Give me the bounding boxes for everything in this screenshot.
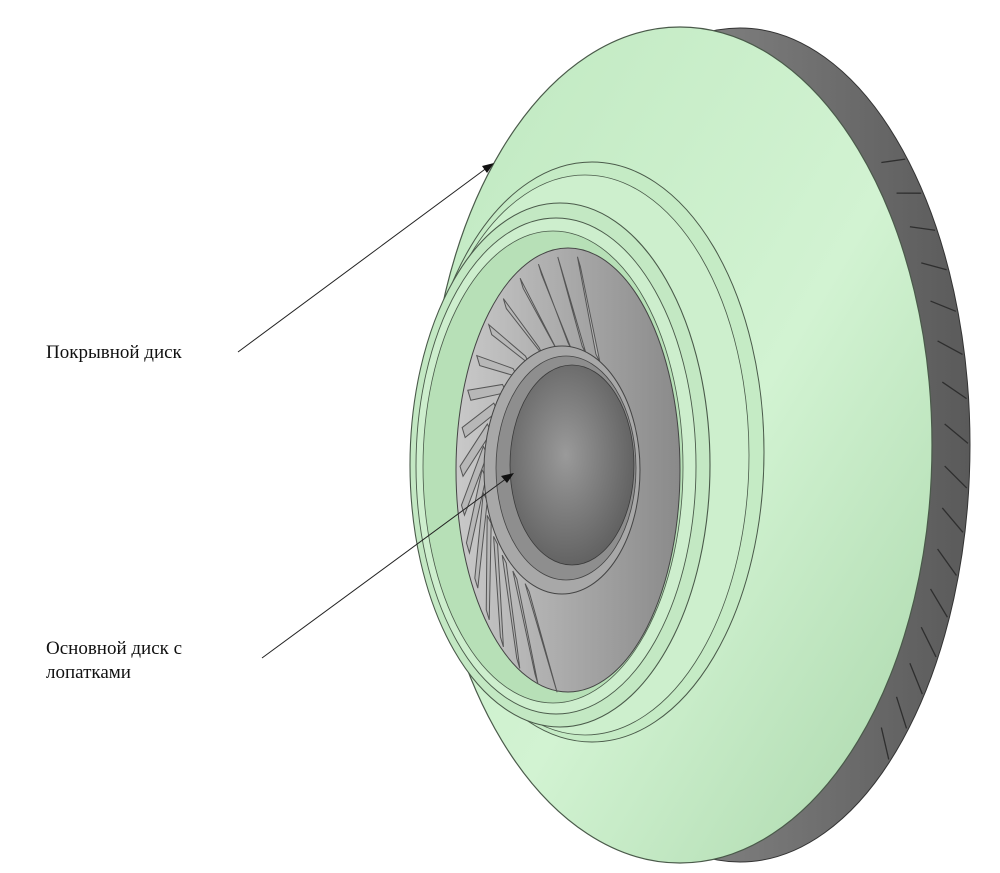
- rim-blade-edge: [941, 507, 964, 533]
- rim-blade-edge: [944, 423, 969, 444]
- inner-blade: [501, 554, 521, 669]
- label-cover-disk: Покрывной диск: [46, 342, 182, 363]
- leader-line-main: [261, 473, 514, 659]
- label-main-disk: Основной диск с лопатками: [46, 637, 182, 685]
- label-main-disk-line1: Основной диск с: [46, 638, 183, 659]
- rim-blade-edge: [921, 262, 947, 271]
- rim-blade-edge: [909, 663, 923, 695]
- rim-blade-edge: [880, 727, 890, 760]
- rim-blade-edge: [937, 340, 963, 356]
- main-disk: [455, 247, 681, 693]
- inner-blade: [512, 570, 539, 684]
- rim-blade-edge: [941, 381, 967, 400]
- rim-blade-edge: [895, 696, 908, 729]
- leader-line-cover: [237, 163, 494, 353]
- rim-blade-edge: [909, 226, 936, 231]
- rim-blade-edge: [920, 626, 937, 658]
- rim-blade-edge: [929, 588, 948, 618]
- rim-blade-edge: [930, 300, 957, 312]
- rim-blade-edge: [944, 465, 968, 489]
- inner-blade: [493, 536, 504, 648]
- rim-blade-edge: [881, 158, 906, 164]
- rim-blade-edge: [937, 548, 957, 576]
- inner-blade: [524, 583, 558, 693]
- label-main-disk-line2: лопатками: [46, 662, 131, 683]
